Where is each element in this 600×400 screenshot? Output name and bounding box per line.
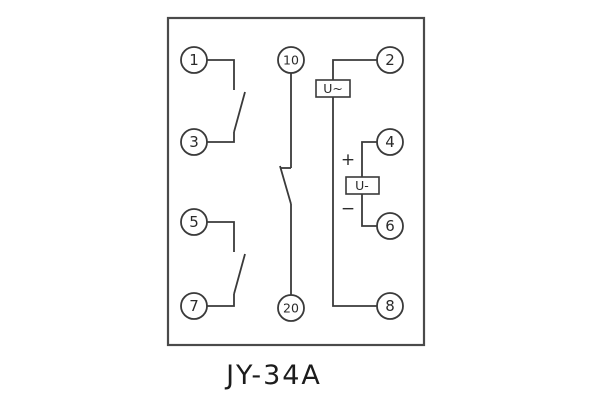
terminal-7-circle bbox=[180, 292, 208, 320]
terminal-3: 3 bbox=[180, 128, 208, 156]
terminal-2-circle bbox=[376, 46, 404, 74]
terminal-5-label: 5 bbox=[189, 213, 199, 231]
terminal-4-label: 4 bbox=[385, 133, 395, 151]
wire-terminal-7 bbox=[207, 294, 235, 307]
terminal-8-circle bbox=[376, 292, 404, 320]
terminal-10: 10 bbox=[277, 46, 305, 74]
terminal-1: 1 bbox=[180, 46, 208, 74]
terminal-5-circle bbox=[180, 208, 208, 236]
terminal-3-label: 3 bbox=[189, 133, 199, 151]
plus-sign: + bbox=[341, 150, 355, 170]
wire-terminal-5 bbox=[207, 221, 235, 252]
terminal-8: 8 bbox=[376, 292, 404, 320]
terminal-10-label: 10 bbox=[283, 53, 299, 68]
terminal-5: 5 bbox=[180, 208, 208, 236]
wire-terminal-2 bbox=[332, 59, 377, 80]
terminal-4: 4 bbox=[376, 128, 404, 156]
terminal-3-circle bbox=[180, 128, 208, 156]
terminal-10-circle bbox=[277, 46, 305, 74]
contact-blade-1-3 bbox=[233, 91, 246, 133]
terminal-2-label: 2 bbox=[385, 51, 395, 69]
ac-voltage-label: U~ bbox=[323, 81, 343, 96]
wire-terminal-4 bbox=[361, 141, 377, 177]
diagram-title: JY-34A bbox=[224, 360, 322, 391]
contact-blade-10-20 bbox=[279, 165, 292, 205]
terminal-20-circle bbox=[277, 294, 305, 322]
wire-terminal-3 bbox=[207, 132, 235, 143]
terminal-20: 20 bbox=[277, 294, 305, 322]
terminal-1-label: 1 bbox=[189, 51, 199, 69]
terminal-20-label: 20 bbox=[283, 301, 299, 316]
minus-sign: − bbox=[341, 199, 355, 219]
dc-voltage-label: U- bbox=[355, 178, 369, 193]
relay-outline-box bbox=[166, 16, 426, 347]
wire-terminal-8 bbox=[332, 97, 377, 307]
terminal-6: 6 bbox=[376, 212, 404, 240]
contact-blade-5-7 bbox=[233, 253, 246, 295]
terminal-6-circle bbox=[376, 212, 404, 240]
terminal-7-label: 7 bbox=[189, 297, 199, 315]
wire-terminal-6 bbox=[361, 194, 377, 227]
terminal-6-label: 6 bbox=[385, 217, 395, 235]
terminal-7: 7 bbox=[180, 292, 208, 320]
terminal-2: 2 bbox=[376, 46, 404, 74]
terminal-1-circle bbox=[180, 46, 208, 74]
terminal-4-circle bbox=[376, 128, 404, 156]
terminal-8-label: 8 bbox=[385, 297, 395, 315]
wire-terminal-1 bbox=[207, 59, 235, 90]
